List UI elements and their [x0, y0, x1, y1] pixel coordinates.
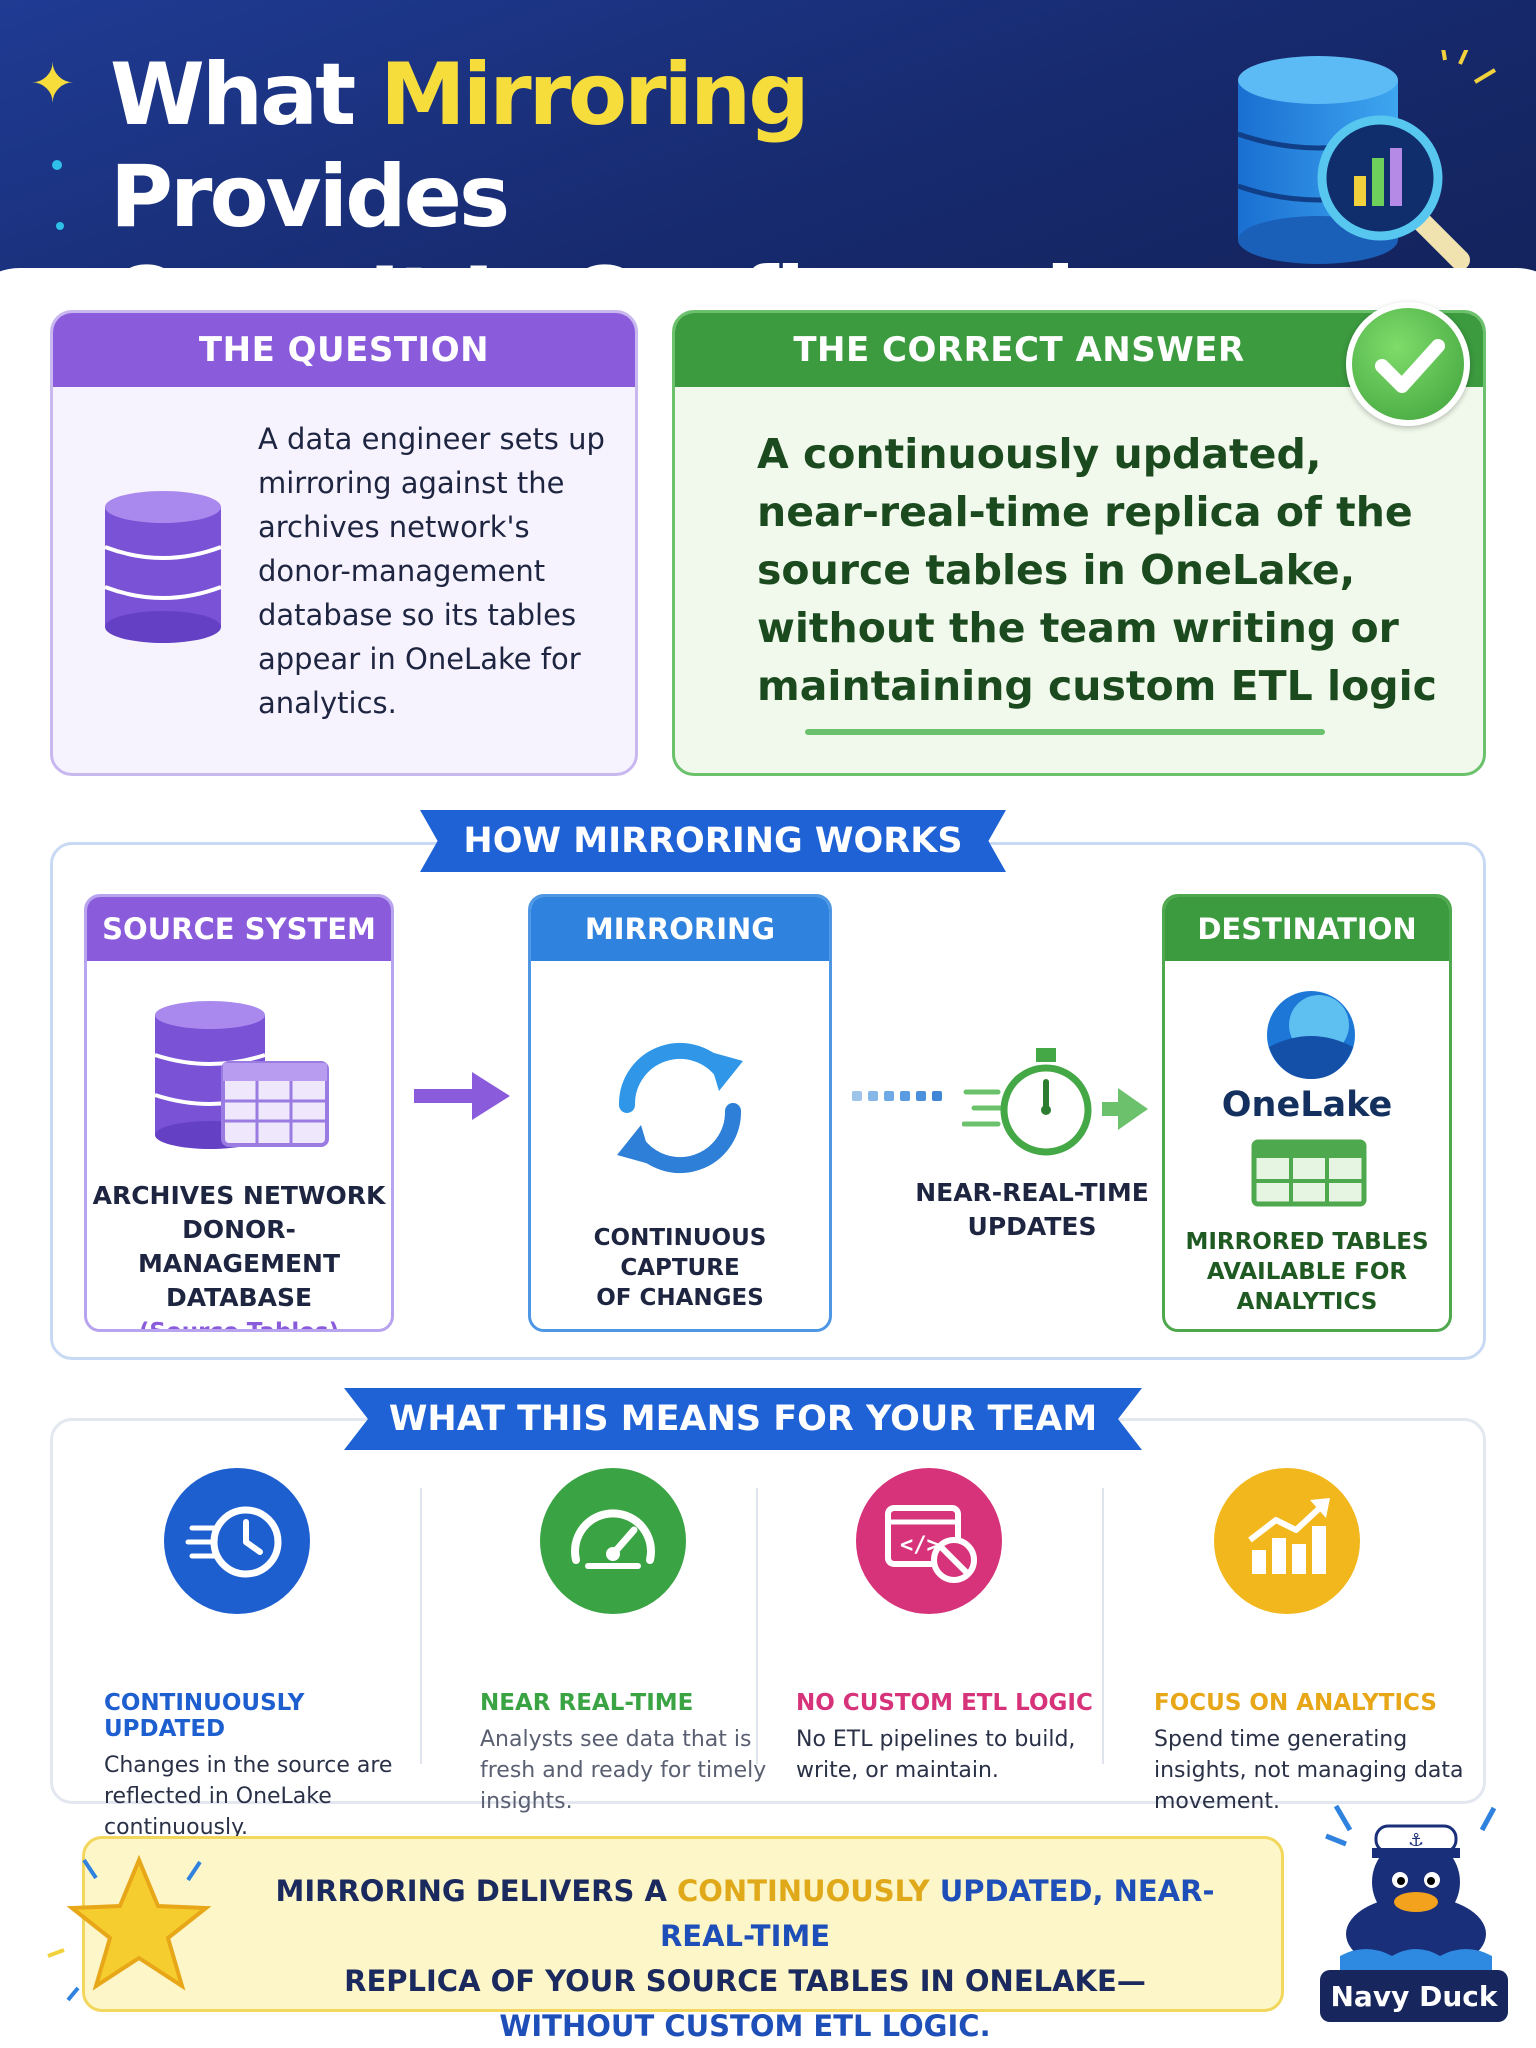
benefit-continuously-updated: CONTINUOUSLY UPDATED Changes in the sour… [104, 1468, 424, 1843]
divider [1102, 1488, 1104, 1764]
sync-icon [617, 1043, 743, 1173]
team-benefits-heading: WHAT THIS MEANS FOR YOUR TEAM [344, 1388, 1142, 1450]
source-system-step: SOURCE SYSTEM ARCHIVES NETWORK DONOR-MAN… [84, 894, 394, 1332]
onelake-logo-icon [1267, 991, 1355, 1079]
transfer-line-2: UPDATES [967, 1212, 1097, 1241]
onelake-brand: OneLake [1221, 1085, 1393, 1125]
growth-chart-icon [1214, 1468, 1360, 1614]
star-icon [47, 1854, 212, 2002]
transfer-line-1: NEAR-REAL-TIME [915, 1178, 1149, 1207]
arrow-right-icon [414, 1072, 510, 1120]
benefit-near-real-time: NEAR REAL-TIME Analysts see data that is… [480, 1468, 800, 1817]
source-system-heading: SOURCE SYSTEM [87, 897, 391, 961]
source-line-1: ARCHIVES NETWORK [92, 1181, 386, 1210]
benefit-no-custom-etl: </> NO CUSTOM ETL LOGIC No ETL pipelines… [796, 1468, 1116, 1786]
divider [756, 1488, 758, 1764]
dotted-connector [852, 1091, 942, 1101]
divider [420, 1488, 422, 1764]
question-heading: THE QUESTION [53, 313, 635, 387]
question-card: THE QUESTION A data engineer sets up mir… [50, 310, 638, 776]
header-banner: ✦ What Mirroring Provides Once It Is Con… [0, 0, 1536, 330]
summary-text: MIRRORING DELIVERS A CONTINUOUSLY UPDATE… [275, 1874, 1215, 2043]
answer-underline [805, 729, 1325, 735]
summary-banner: MIRRORING DELIVERS A CONTINUOUSLY UPDATE… [82, 1836, 1284, 2043]
sparkle-icon: ✦ [30, 52, 76, 115]
how-it-works-heading: HOW MIRRORING WORKS [420, 810, 1006, 872]
benefit-description: Spend time generating insights, not mana… [1154, 1727, 1464, 1814]
destination-line-2: AVAILABLE FOR [1206, 1259, 1408, 1285]
database-search-icon [1237, 50, 1497, 270]
benefit-title: NEAR REAL-TIME [480, 1690, 694, 1716]
svg-text:⚓: ⚓ [1408, 1830, 1424, 1851]
speedometer-icon [540, 1468, 686, 1614]
clock-icon [164, 1468, 310, 1614]
decorative-dot [56, 222, 64, 230]
source-subtitle: (Source Tables) [138, 1319, 340, 1332]
stopwatch-icon [962, 1048, 1148, 1156]
benefit-description: Changes in the source are reflected in O… [104, 1753, 393, 1840]
mirroring-step: MIRRORING CONTINUOUS CAPTURE OF CHANGES [528, 894, 832, 1332]
mirroring-line-2: OF CHANGES [596, 1285, 764, 1311]
destination-line-3: ANALYTICS [1236, 1289, 1378, 1315]
benefit-focus-on-analytics: FOCUS ON ANALYTICS Spend time generating… [1154, 1468, 1474, 1817]
mirroring-heading: MIRRORING [531, 897, 829, 961]
answer-text: A continuously updated, near-real-time r… [757, 430, 1437, 710]
destination-line-1: MIRRORED TABLES [1185, 1229, 1429, 1255]
mascot-label: Navy Duck [1320, 1970, 1508, 2022]
database-table-icon [154, 1001, 329, 1149]
decorative-dot [52, 160, 62, 170]
benefit-description: No ETL pipelines to build, write, or mai… [796, 1727, 1076, 1783]
destination-step: DESTINATION OneLake MIRRORED TABLES AVAI… [1162, 894, 1452, 1332]
table-icon [1251, 1139, 1367, 1207]
database-icon [104, 491, 222, 643]
benefit-title: CONTINUOUSLY UPDATED [104, 1690, 305, 1742]
question-text: A data engineer sets up mirroring agains… [258, 422, 605, 720]
benefit-title: FOCUS ON ANALYTICS [1154, 1690, 1437, 1716]
source-line-2: DONOR-MANAGEMENT [137, 1215, 341, 1278]
source-line-3: DATABASE [165, 1283, 313, 1312]
benefit-title: NO CUSTOM ETL LOGIC [796, 1690, 1093, 1716]
navy-duck-mascot: ⚓ [1325, 1804, 1497, 1976]
no-code-icon: </> [856, 1468, 1002, 1614]
benefit-description: Analysts see data that is fresh and read… [480, 1727, 767, 1814]
destination-heading: DESTINATION [1165, 897, 1449, 961]
mirroring-line-1: CONTINUOUS CAPTURE [593, 1225, 767, 1281]
checkmark-icon [1346, 302, 1470, 426]
